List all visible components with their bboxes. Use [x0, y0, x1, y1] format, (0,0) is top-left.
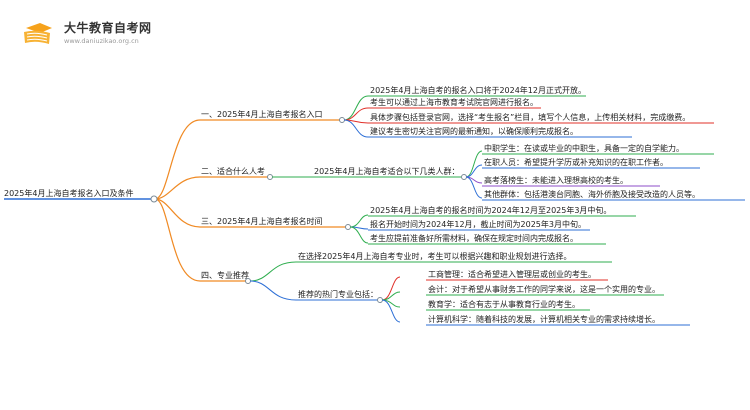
branch-2: 二、适合什么人考 2025年4月上海自考适合以下几类人群： 中职学生：在读或毕业…	[200, 143, 745, 201]
branch-4-intro: 在选择2025年4月上海自考专业时，考生可以根据兴趣和职业规划进行选择。	[298, 251, 571, 261]
root-label: 2025年4月上海自考报名入口及条件	[4, 188, 133, 198]
root-node: 2025年4月上海自考报名入口及条件	[4, 188, 158, 203]
branch-3-item: 报名开始时间为2024年12月，截止时间为2025年3月中旬。	[370, 219, 586, 229]
branch-4-item: 教育学：适合有志于从事教育行业的考生。	[428, 299, 580, 309]
connector-branch-2	[154, 176, 201, 200]
branch-1-item: 考生可以通过上海市教育考试院官网进行报名。	[370, 97, 538, 107]
branch-3-item: 考生应提前准备好所需材料，确保在规定时间内完成报名。	[370, 233, 578, 243]
branch-1-item: 具体步骤包括登录官网，选择“考生报名”栏目，填写个人信息，上传相关材料，完成缴费…	[370, 112, 690, 122]
branch-1-item: 2025年4月上海自考的报名入口将于2024年12月正式开放。	[370, 85, 586, 95]
branch-4-item: 计算机科学：随着科技的发展，计算机相关专业的需求持续增长。	[428, 314, 660, 324]
graduation-book-icon	[24, 23, 52, 44]
branch-4-label: 四、专业推荐	[201, 270, 249, 280]
connector-branch-4	[154, 198, 201, 282]
site-logo: 大牛教育自考网 www.daniuzikao.org.cn	[20, 14, 200, 54]
branch-2-item: 在职人员：希望提升学历或补充知识的在职工作者。	[484, 157, 668, 167]
branch-1: 一、2025年4月上海自考报名入口 2025年4月上海自考的报名入口将于2024…	[200, 85, 714, 138]
branch-4: 四、专业推荐 在选择2025年4月上海自考专业时，考生可以根据兴趣和职业规划进行…	[200, 251, 690, 326]
branch-2-item: 其他群体：包括港澳台同胞、海外侨胞及接受改造的人员等。	[484, 189, 700, 199]
site-name: 大牛教育自考网	[64, 21, 152, 35]
branch-3: 三、2025年4月上海自考报名时间 2025年4月上海自考的报名时间为2024年…	[200, 205, 636, 245]
branch-4-sub: 推荐的热门专业包括：	[298, 289, 378, 299]
branch-3-item: 2025年4月上海自考的报名时间为2024年12月至2025年3月中旬。	[370, 205, 611, 215]
site-url: www.daniuzikao.org.cn	[64, 37, 139, 45]
branch-4-item: 工商管理：适合希望进入管理层或创业的考生。	[428, 269, 596, 279]
branch-4-item: 会计：对于希望从事财务工作的同学来说，这是一个实用的专业。	[428, 284, 660, 294]
branch-3-label: 三、2025年4月上海自考报名时间	[201, 216, 322, 226]
branch-2-label: 二、适合什么人考	[201, 166, 265, 176]
connector-branch-1	[154, 119, 201, 200]
branch-1-label: 一、2025年4月上海自考报名入口	[201, 109, 322, 119]
connector-branch-3	[154, 198, 201, 228]
branch-2-item: 中职学生：在读或毕业的中职生，具备一定的自学能力。	[484, 143, 684, 153]
branch-2-sub: 2025年4月上海自考适合以下几类人群：	[314, 166, 459, 176]
branch-2-item: 高考落榜生：未能进入理想高校的考生。	[484, 175, 628, 185]
branch-1-item: 建议考生密切关注官网的最新通知，以确保顺利完成报名。	[370, 126, 578, 136]
